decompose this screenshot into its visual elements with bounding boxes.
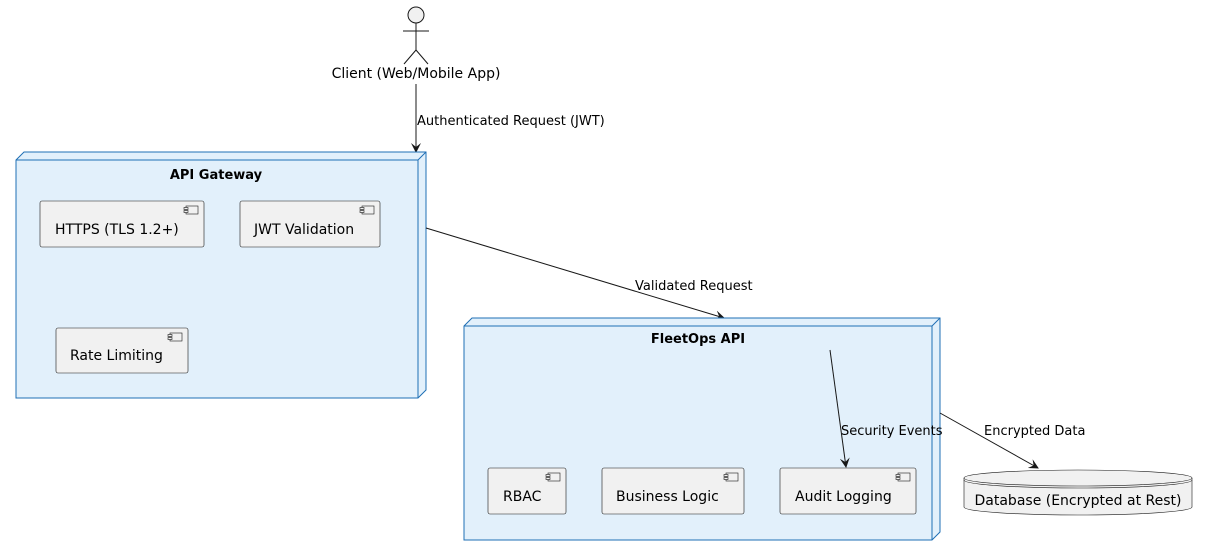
component-https: HTTPS (TLS 1.2+): [39, 200, 205, 248]
api-gateway-title: API Gateway: [170, 168, 263, 183]
component-https-label: HTTPS (TLS 1.2+): [55, 222, 179, 238]
client-actor-label: Client (Web/Mobile App): [332, 66, 501, 82]
edge-label-encrypted-data: Encrypted Data: [984, 424, 1085, 439]
component-business-logic-label: Business Logic: [616, 489, 719, 505]
edge-security-events: Security Events: [829, 349, 943, 468]
database-label: Database (Encrypted at Rest): [975, 493, 1182, 509]
fleetops-api-title: FleetOps API: [651, 332, 745, 347]
component-icon: [547, 472, 561, 482]
component-rate-limiting-label: Rate Limiting: [70, 348, 163, 364]
component-rbac: RBAC: [487, 467, 567, 515]
api-gateway-node: API Gateway HTTPS (TLS 1.2+) JWT Validat…: [15, 151, 427, 399]
edge-label-security-events: Security Events: [841, 424, 943, 439]
component-rbac-label: RBAC: [503, 489, 542, 505]
component-icon: [169, 332, 183, 342]
component-jwt-validation: JWT Validation: [239, 200, 381, 248]
edge-label-authenticated-request: Authenticated Request (JWT): [417, 114, 605, 129]
database-node: Database (Encrypted at Rest): [963, 469, 1193, 516]
edge-gateway-to-fleetops: Validated Request: [425, 227, 753, 321]
component-jwt-validation-label: JWT Validation: [253, 222, 354, 238]
component-icon: [725, 472, 739, 482]
component-icon: [185, 205, 199, 215]
component-icon: [897, 472, 911, 482]
client-actor: Client (Web/Mobile App): [332, 6, 501, 82]
edge-label-validated-request: Validated Request: [635, 279, 753, 294]
component-business-logic: Business Logic: [601, 467, 745, 515]
component-icon: [361, 205, 375, 215]
fleetops-api-node: FleetOps API RBAC Business Logic Audit L…: [463, 317, 943, 541]
edge-fleetops-to-database: Encrypted Data: [939, 412, 1085, 469]
component-audit-logging: Audit Logging: [779, 467, 917, 515]
edge-client-to-gateway: Authenticated Request (JWT): [411, 84, 605, 153]
component-rate-limiting: Rate Limiting: [55, 327, 189, 374]
component-audit-logging-label: Audit Logging: [795, 489, 892, 505]
